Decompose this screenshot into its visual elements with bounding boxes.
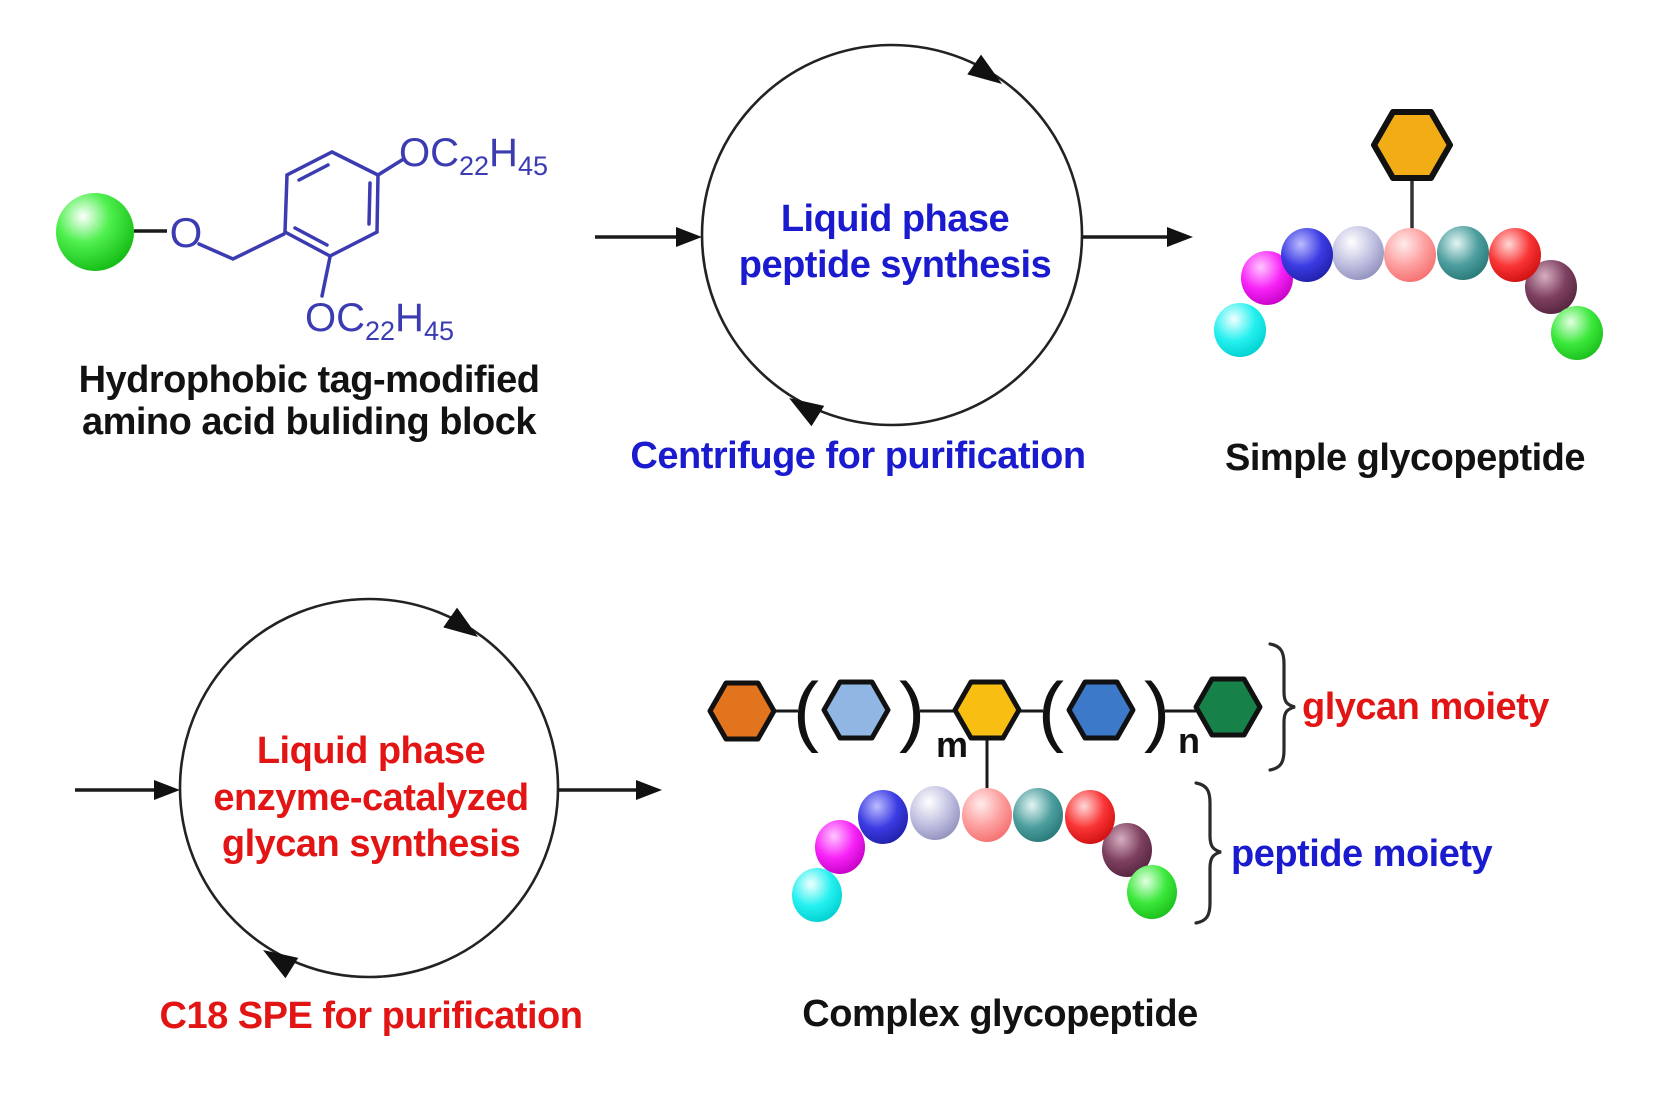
formula-sub22: 22 [365, 316, 395, 346]
peptide-bead-green [1551, 306, 1603, 360]
cycle-arrowhead-top [443, 607, 478, 637]
double-bond-1 [297, 163, 330, 182]
hydrophobic-building-block: O OC22H45 OC22H45 Hydrophobic tag-modifi… [56, 131, 548, 443]
peptide-bead-maroon [1525, 260, 1577, 314]
cycle-circle [178, 597, 560, 979]
cycle1-text-line1: Liquid phase [781, 198, 1009, 240]
double-bond-3 [293, 226, 329, 247]
formula-h: H [395, 296, 424, 340]
hexagon-orange [707, 680, 777, 742]
ether-oxygen-label: O [170, 209, 203, 256]
double-bond-2 [367, 181, 372, 226]
peptide-bead-lavender [910, 786, 960, 840]
subscript-m: m [936, 724, 968, 765]
hexagon-blue [1066, 679, 1136, 741]
peptide-bead-blue [1281, 228, 1333, 282]
arrowhead-out-of-cycle2 [636, 780, 662, 800]
cycle-circle [700, 43, 1084, 427]
peptide-synthesis-cycle: Liquid phase peptide synthesis Centrifug… [630, 43, 1086, 477]
bond-to-lower-chain [320, 255, 332, 298]
peptide-bead-magenta [815, 820, 865, 874]
complex-glycopeptide: ( ) m ( ) n glycan moiety peptide moiety… [707, 642, 1550, 1035]
glycan-synthesis-cycle: Liquid phase enzyme-catalyzed glycan syn… [160, 597, 583, 1037]
paren-close-n: ) [1144, 666, 1170, 754]
arrowhead-out-of-cycle1 [1167, 227, 1193, 247]
cycle-arrowhead-bottom [789, 398, 825, 427]
centrifuge-purification-label: Centrifuge for purification [630, 435, 1085, 477]
top-row-arrows [595, 227, 1193, 247]
formula-sub22: 22 [459, 151, 489, 181]
peptide-bead-pink [1384, 228, 1436, 282]
formula-sub45: 45 [424, 316, 454, 346]
peptide-bead-teal [1013, 788, 1063, 842]
cycle2-text-line3: glycan synthesis [222, 823, 520, 865]
peptide-bead-cyan [1214, 303, 1266, 357]
peptide-bead-lavender [1332, 226, 1384, 280]
lower-alkyl-chain-formula: OC22H45 [305, 296, 454, 346]
bottom-row-arrows [75, 780, 662, 800]
peptide-moiety-label: peptide moiety [1231, 833, 1493, 875]
c18-spe-purification-label: C18 SPE for purification [160, 995, 583, 1037]
peptide-bead-teal [1437, 226, 1489, 280]
benzene-ring [283, 150, 380, 258]
peptide-bead-blue [858, 790, 908, 844]
complex-glycopeptide-caption: Complex glycopeptide [802, 993, 1197, 1035]
glycan-moiety-label: glycan moiety [1302, 686, 1549, 728]
hexagon-light-blue [821, 679, 891, 741]
peptide-moiety-brace [1194, 781, 1222, 925]
cycle-arrowhead-bottom [263, 950, 299, 979]
peptide-bead-red [1065, 790, 1115, 844]
glycan-hexagon [1371, 109, 1453, 181]
benzyl-skeleton [197, 150, 404, 298]
formula-sub45: 45 [518, 151, 548, 181]
arrowhead-into-cycle2 [154, 780, 180, 800]
cycle2-text-line1: Liquid phase [257, 730, 485, 772]
hexagon-green [1193, 676, 1263, 738]
bond-to-upper-chain [376, 158, 404, 177]
building-block-caption-line1: Hydrophobic tag-modified [79, 359, 540, 401]
subscript-n: n [1178, 720, 1200, 761]
formula-h: H [489, 131, 518, 175]
simple-glycopeptide: Simple glycopeptide [1214, 109, 1603, 479]
paren-open-m: ( [793, 666, 819, 754]
peptide-bead-red [1489, 228, 1541, 282]
peptide-bead-green [1127, 865, 1177, 919]
paren-close-m: ) [899, 666, 925, 754]
simple-glycopeptide-caption: Simple glycopeptide [1225, 437, 1585, 479]
peptide-bead-magenta [1241, 251, 1293, 305]
ch2-bond [197, 232, 286, 261]
formula-oc: OC [305, 296, 365, 340]
arrowhead-into-cycle1 [676, 227, 702, 247]
formula-oc: OC [399, 131, 459, 175]
upper-alkyl-chain-formula: OC22H45 [399, 131, 548, 181]
hexagon-yellow [952, 679, 1022, 741]
peptide-bead-pink [962, 788, 1012, 842]
cycle2-text-line2: enzyme-catalyzed [213, 777, 528, 819]
building-block-caption-line2: amino acid buliding block [82, 401, 537, 443]
peptide-bead-cyan [792, 868, 842, 922]
cycle1-text-line2: peptide synthesis [739, 244, 1051, 286]
peptide-bead-maroon [1102, 823, 1152, 877]
glycan-moiety-brace [1268, 642, 1296, 772]
resin-bead [56, 193, 134, 271]
cycle-arrowhead-top [967, 54, 1002, 84]
paren-open-n: ( [1038, 666, 1064, 754]
